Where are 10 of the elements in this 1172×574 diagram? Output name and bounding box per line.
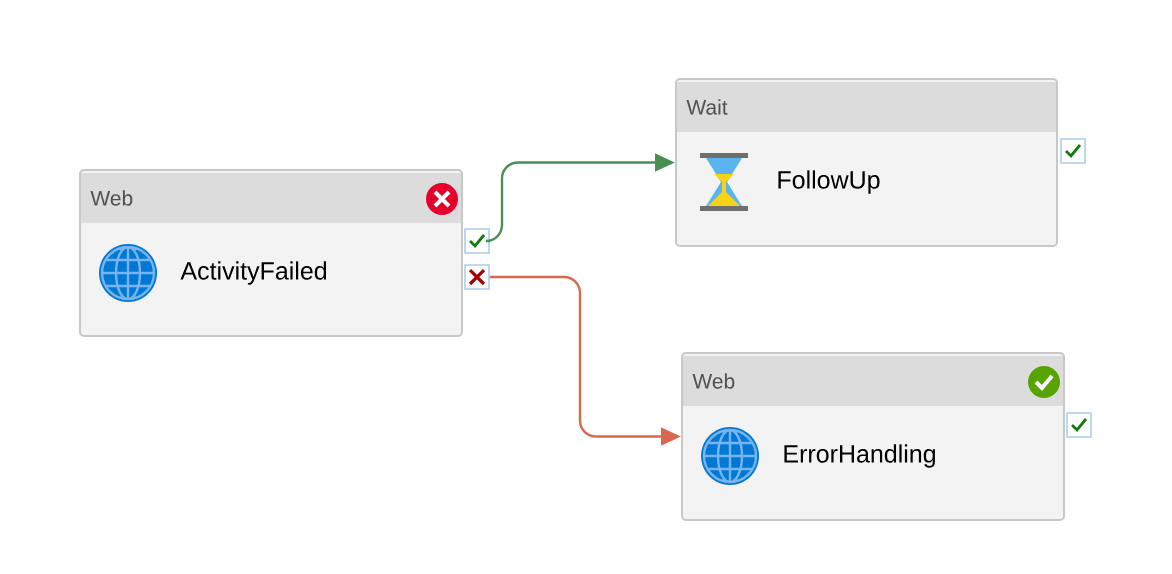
activity-name: FollowUp (778, 170, 880, 194)
header-label: Web (692, 373, 735, 389)
activity-name: ErrorHandling (784, 444, 935, 468)
output-port (1066, 412, 1092, 438)
activity-name: ActivityFailed (180, 261, 327, 285)
output-port (464, 228, 490, 254)
output-port (1060, 138, 1086, 164)
output-port (464, 264, 490, 290)
header-label: Web (90, 190, 133, 206)
header-label: Wait (686, 99, 728, 115)
